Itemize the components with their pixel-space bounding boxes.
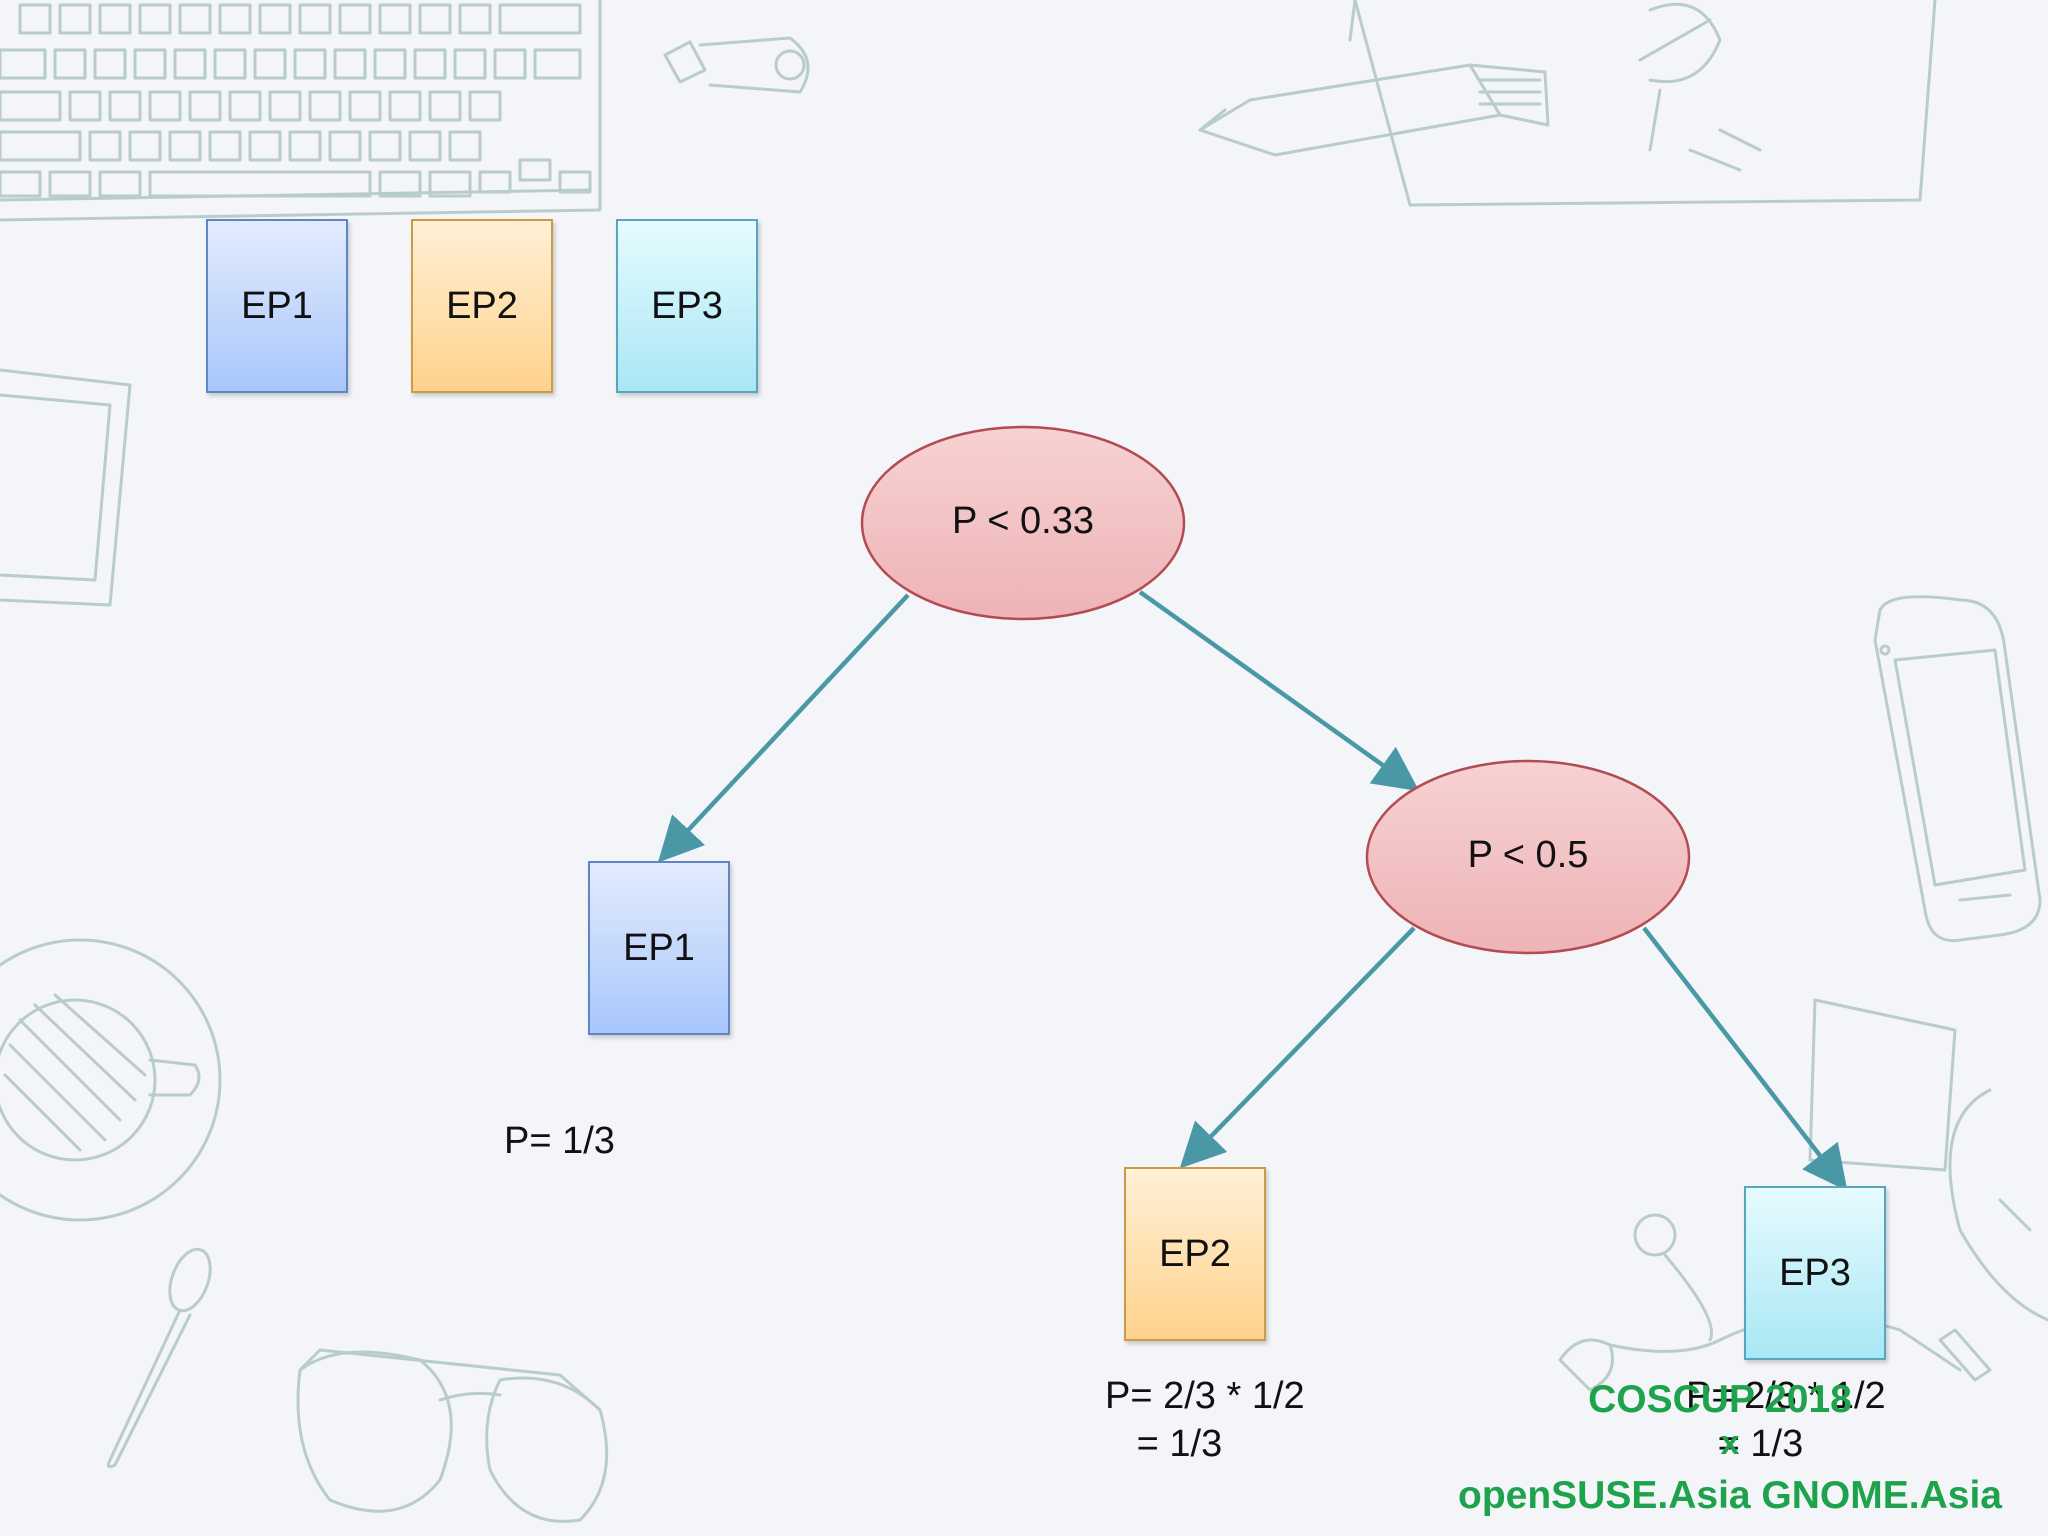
footer-separator: x: [1720, 1424, 1740, 1462]
decision-node-root: [860, 425, 1186, 621]
leaf-ep3-box: EP3: [1744, 1186, 1886, 1360]
legend-ep2-box: EP2: [411, 219, 553, 393]
edge-inner-to-ep3: [1642, 926, 1848, 1192]
leaf-ep2-box: EP2: [1124, 1167, 1266, 1341]
edge-inner-to-ep2: [1179, 926, 1416, 1169]
sticky-note-sketch-icon: [1808, 998, 1957, 1172]
edge-root-to-inner: [1138, 590, 1420, 792]
root-condition-label: P < 0.33: [952, 500, 1094, 542]
phone-sketch-icon: [1873, 595, 2042, 943]
legend-ep1-box: EP1: [206, 219, 348, 393]
leaf-ep1-probability: P= 1/3: [504, 1120, 615, 1162]
glasses-sketch-icon: [296, 1348, 609, 1523]
leaf-ep2-probability: P= 2/3 * 1/2 = 1/3: [1105, 1375, 1305, 1465]
decision-node-inner: [1365, 759, 1691, 955]
leaf-ep1-label: EP1: [623, 926, 695, 969]
legend-ep1-label: EP1: [241, 284, 313, 327]
keyboard-sketch-icon: [0, 0, 602, 222]
notebook-sketch-icon: [1348, 0, 1937, 207]
leaf-ep2-label: EP2: [1159, 1232, 1231, 1275]
leaf-ep3-probability: P= 2/3 * 1/2 = 1/3: [1686, 1375, 1886, 1465]
leaf-ep1-box: EP1: [588, 861, 730, 1035]
legend-ep3-box: EP3: [616, 219, 758, 393]
inner-condition-label: P < 0.5: [1467, 834, 1589, 876]
legend-ep2-label: EP2: [446, 284, 518, 327]
spoon-sketch-icon: [106, 1247, 212, 1469]
edge-root-to-ep1: [657, 593, 910, 863]
tablet-sketch-icon: [0, 368, 132, 607]
footer-partner-events: openSUSE.Asia GNOME.Asia: [1458, 1474, 2002, 1517]
marker-sketch-icon: [1198, 63, 1550, 157]
leaf-ep3-label: EP3: [1779, 1251, 1851, 1294]
coffee-cup-sketch-icon: [0, 938, 222, 1222]
legend-ep3-label: EP3: [651, 284, 723, 327]
footer-event-name: COSCUP 2018: [1588, 1378, 1852, 1421]
usb-stick-sketch-icon: [663, 36, 810, 94]
